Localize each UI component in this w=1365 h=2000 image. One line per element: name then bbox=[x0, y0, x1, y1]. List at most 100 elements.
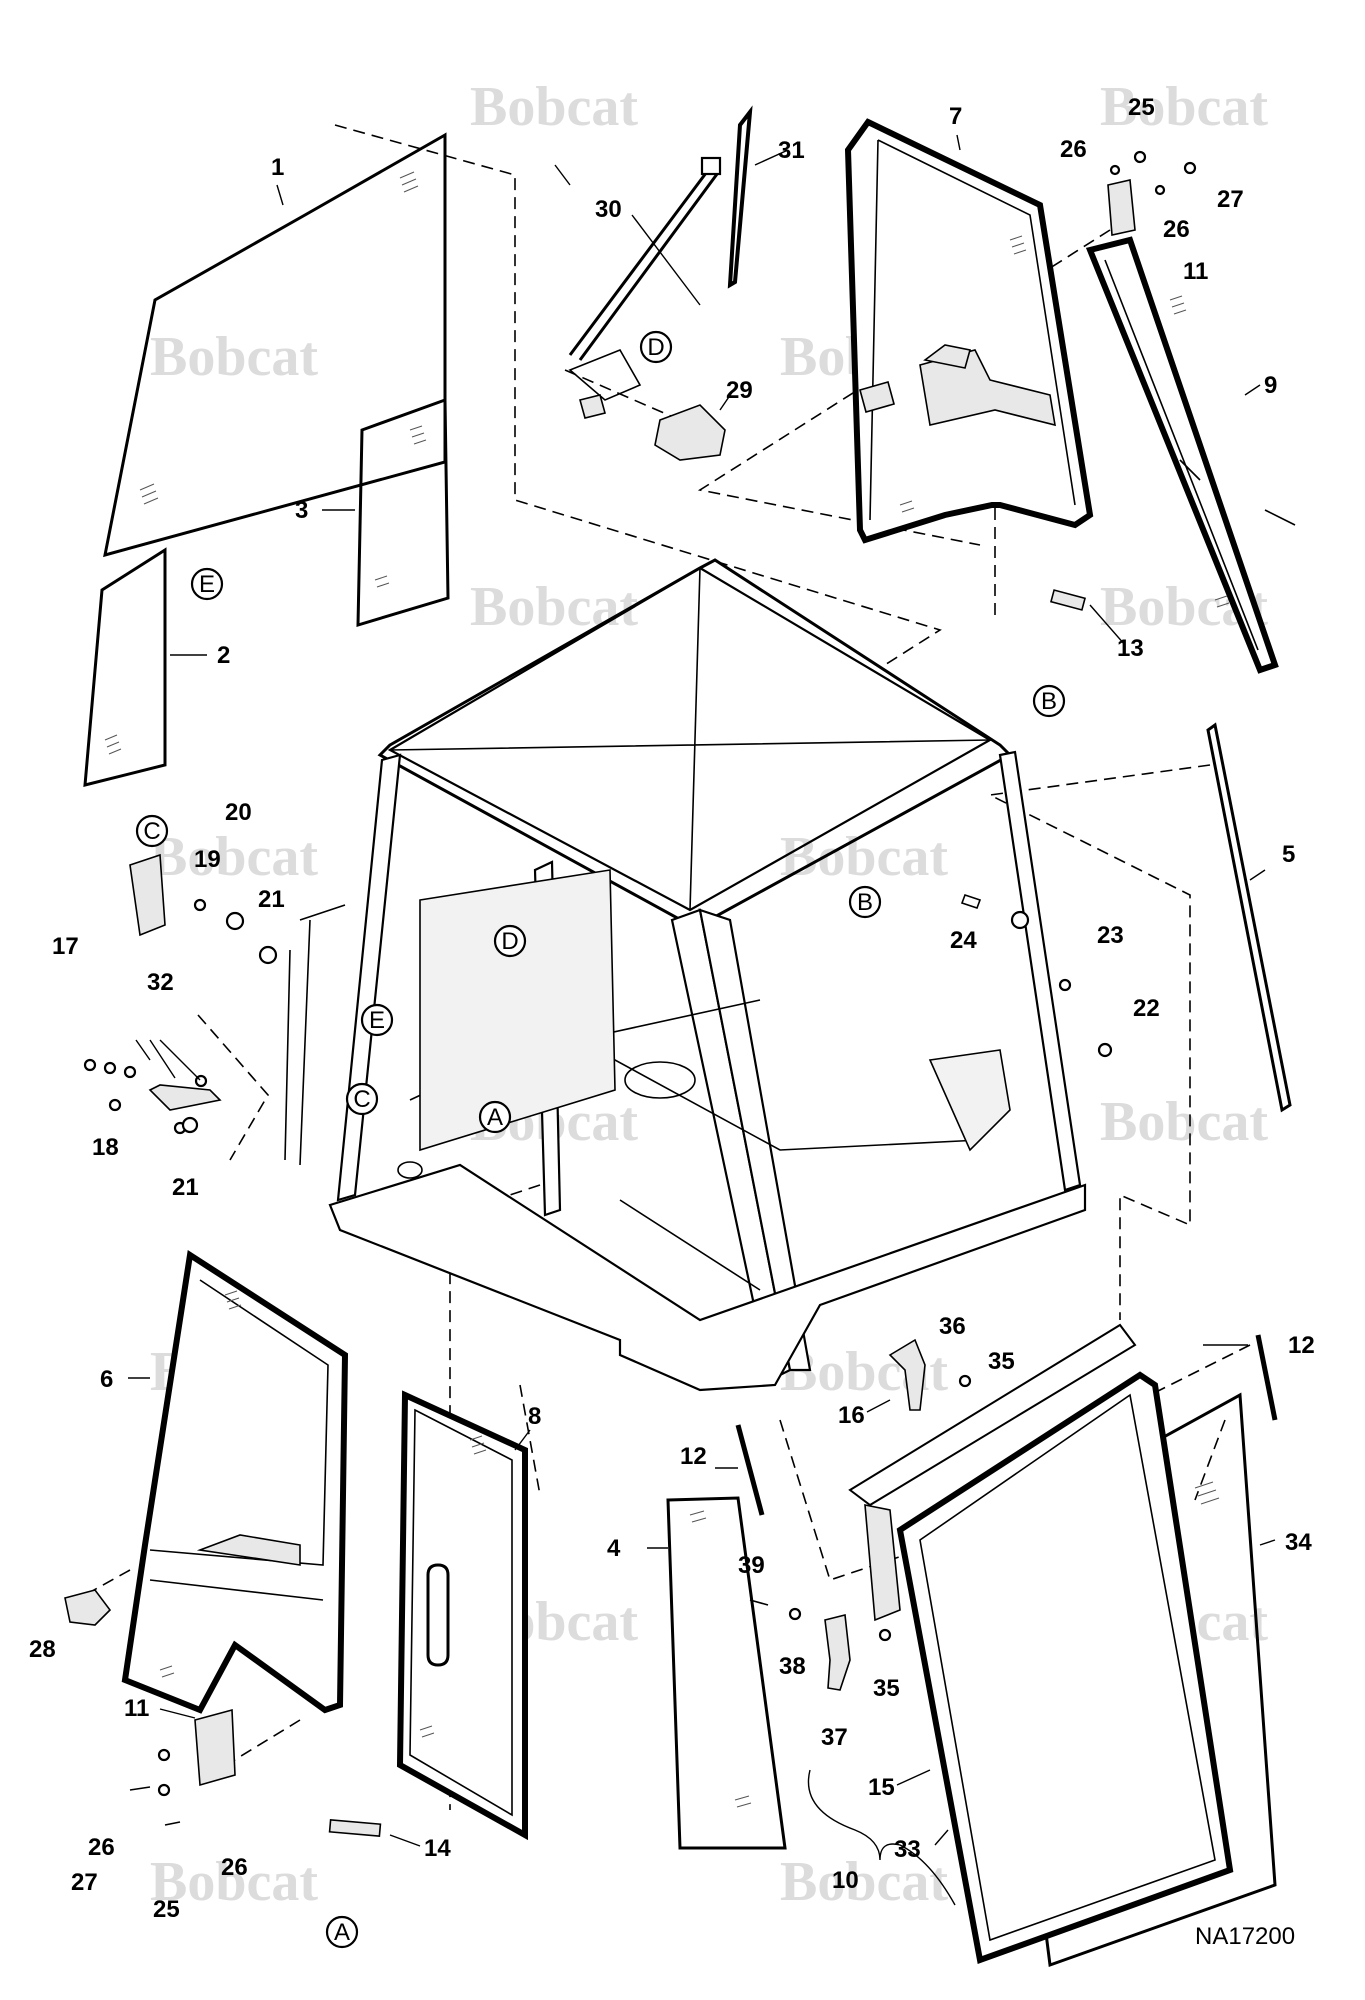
watermark-text: Bobcat bbox=[1100, 1091, 1268, 1153]
reference-circles: A A B B C C D D bbox=[135, 330, 1066, 1949]
assembly-line bbox=[1089, 1344, 1251, 1426]
callout-2: 2 bbox=[217, 642, 230, 669]
gas-spring-right bbox=[1255, 1334, 1278, 1421]
callout-1: 1 bbox=[271, 154, 284, 181]
callout-36: 36 bbox=[939, 1313, 966, 1340]
gas-spring-left bbox=[735, 1424, 765, 1516]
watermark-text: Bobcat bbox=[1100, 76, 1268, 138]
callout-5: 5 bbox=[1282, 841, 1295, 868]
callout-10: 10 bbox=[832, 1867, 859, 1894]
callout-3: 3 bbox=[295, 497, 308, 524]
callout-11: 11 bbox=[1183, 258, 1208, 285]
watermark-text: Bobcat bbox=[470, 576, 638, 638]
callout-30: 30 bbox=[595, 196, 622, 223]
svg-text:A: A bbox=[334, 1919, 350, 1946]
callout-26-lower-b: 26 bbox=[221, 1854, 248, 1881]
callout-18: 18 bbox=[92, 1134, 119, 1161]
callout-38: 38 bbox=[779, 1653, 806, 1680]
callout-37: 37 bbox=[821, 1724, 848, 1751]
callout-12: 12 bbox=[1288, 1332, 1315, 1359]
callout-39: 39 bbox=[738, 1552, 765, 1579]
assembly-line bbox=[334, 124, 942, 669]
assembly-line bbox=[197, 1014, 269, 1161]
ref-b-top: B bbox=[1032, 684, 1066, 718]
callout-7: 7 bbox=[949, 103, 962, 130]
wiper-assembly bbox=[568, 105, 753, 361]
watermark-text: Bobcat bbox=[150, 326, 318, 388]
callout-9: 9 bbox=[1264, 372, 1277, 399]
svg-text:E: E bbox=[199, 571, 215, 598]
callout-28: 28 bbox=[29, 1636, 56, 1663]
ref-e-cab: E bbox=[360, 1003, 394, 1037]
hinge-lower bbox=[129, 1708, 236, 1826]
callout-27: 27 bbox=[1217, 186, 1244, 213]
right-hardware bbox=[960, 893, 1113, 1058]
assembly-line bbox=[1194, 1419, 1226, 1501]
svg-text:D: D bbox=[647, 334, 664, 361]
watermark-text: Bobcat bbox=[150, 1851, 318, 1913]
rear-latch bbox=[824, 1614, 851, 1691]
glass-assembly-bracket bbox=[807, 1769, 956, 1906]
callout-13: 13 bbox=[1117, 635, 1144, 662]
callout-14: 14 bbox=[424, 1835, 451, 1862]
rear-handle bbox=[888, 1338, 926, 1411]
rear-corner-glass bbox=[666, 1496, 787, 1850]
left-door bbox=[121, 1249, 349, 1714]
ref-d-top: D bbox=[639, 330, 673, 364]
door-latch bbox=[64, 1589, 112, 1626]
rear-window-frame bbox=[848, 1323, 1234, 1965]
svg-text:D: D bbox=[501, 928, 518, 955]
callout-33: 33 bbox=[894, 1836, 921, 1863]
svg-text:B: B bbox=[1041, 688, 1057, 715]
ref-c-left: C bbox=[135, 814, 169, 848]
ref-d-cab: D bbox=[493, 924, 527, 958]
callout-26-lower: 26 bbox=[88, 1834, 115, 1861]
callout-16: 16 bbox=[838, 1402, 865, 1429]
callout-21-lower: 21 bbox=[172, 1174, 199, 1201]
hinge-upper bbox=[1107, 150, 1197, 236]
svg-text:B: B bbox=[857, 889, 873, 916]
svg-text:C: C bbox=[353, 1086, 370, 1113]
ref-c-cab: C bbox=[345, 1082, 379, 1116]
callout-8: 8 bbox=[528, 1403, 541, 1430]
side-glass bbox=[356, 397, 450, 628]
callout-29: 29 bbox=[726, 377, 753, 404]
assembly-line bbox=[564, 369, 681, 421]
callout-35-lower: 35 bbox=[873, 1675, 900, 1702]
callout-20: 20 bbox=[225, 799, 252, 826]
door-glass-upper bbox=[1085, 236, 1296, 674]
cab-frame bbox=[284, 558, 1087, 1392]
ref-b-cab: B bbox=[848, 885, 882, 919]
callout-21: 21 bbox=[258, 886, 285, 913]
ref-a-bottom: A bbox=[325, 1915, 359, 1949]
callout-27-lower: 27 bbox=[71, 1869, 98, 1896]
right-side-glass bbox=[1206, 722, 1292, 1113]
callout-12-left: 12 bbox=[680, 1443, 707, 1470]
wiper-motor bbox=[568, 348, 726, 461]
callout-25: 25 bbox=[1128, 94, 1155, 121]
grab-handle-assembly bbox=[83, 853, 278, 1135]
callout-24: 24 bbox=[950, 927, 977, 954]
assembly-line bbox=[987, 764, 1211, 1320]
callout-26-b: 26 bbox=[1163, 216, 1190, 243]
weather-strip-upper bbox=[1050, 589, 1086, 611]
callout-32: 32 bbox=[147, 969, 174, 996]
leader-lines bbox=[128, 134, 1276, 1847]
watermark-text: Bobcat bbox=[470, 76, 638, 138]
callout-26: 26 bbox=[1060, 136, 1087, 163]
callout-34: 34 bbox=[1285, 1529, 1312, 1556]
callout-6: 6 bbox=[100, 1366, 113, 1393]
callout-19: 19 bbox=[194, 846, 221, 873]
svg-text:A: A bbox=[487, 1104, 503, 1131]
watermark-text: Bobcat bbox=[150, 826, 318, 888]
door-frame-upper bbox=[844, 118, 1094, 544]
callout-22: 22 bbox=[1133, 995, 1160, 1022]
drawing-id: NA17200 bbox=[1195, 1923, 1295, 1950]
svg-text:E: E bbox=[369, 1007, 385, 1034]
lower-front-glass bbox=[83, 547, 167, 787]
callout-17: 17 bbox=[52, 933, 79, 960]
svg-text:C: C bbox=[143, 818, 160, 845]
weather-strip-lower bbox=[328, 1818, 382, 1838]
